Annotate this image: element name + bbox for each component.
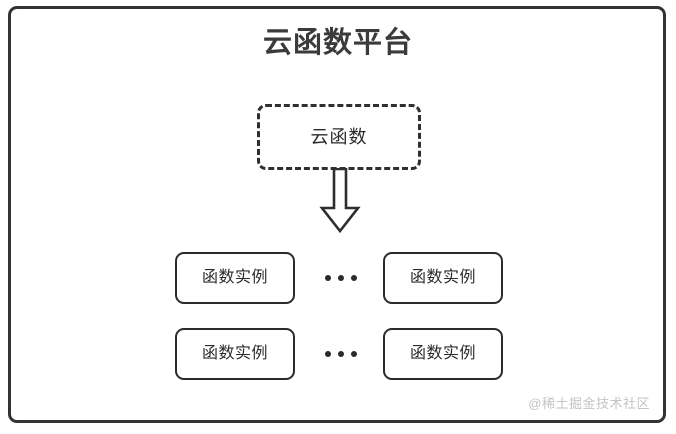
function-instance-node: 函数实例 <box>383 328 503 380</box>
function-instance-label: 函数实例 <box>201 269 268 286</box>
watermark: @稀土掘金技术社区 <box>528 396 650 411</box>
block-arrow-down-icon <box>313 167 367 234</box>
function-instance-label: 函数实例 <box>201 345 268 362</box>
ellipsis-dot <box>351 351 357 357</box>
function-instance-label: 函数实例 <box>409 345 476 362</box>
ellipsis-dot <box>338 351 344 357</box>
cloud-function-node: 云函数 <box>257 104 421 170</box>
ellipsis-dot <box>325 351 331 357</box>
ellipsis-dot <box>325 275 331 281</box>
instance-row: 函数实例 函数实例 <box>0 328 676 380</box>
ellipsis-dot <box>338 275 344 281</box>
function-instance-node: 函数实例 <box>383 252 503 304</box>
instance-row: 函数实例 函数实例 <box>0 252 676 304</box>
page-title: 云函数平台 <box>262 27 413 59</box>
cloud-function-label: 云函数 <box>310 127 368 147</box>
ellipsis-icon <box>299 252 383 304</box>
instance-grid: 函数实例 函数实例 函数实例 函数实例 <box>0 252 676 380</box>
function-instance-node: 函数实例 <box>175 252 295 304</box>
function-instance-label: 函数实例 <box>409 269 476 286</box>
ellipsis-dot <box>351 275 357 281</box>
function-instance-node: 函数实例 <box>175 328 295 380</box>
ellipsis-icon <box>299 328 383 380</box>
